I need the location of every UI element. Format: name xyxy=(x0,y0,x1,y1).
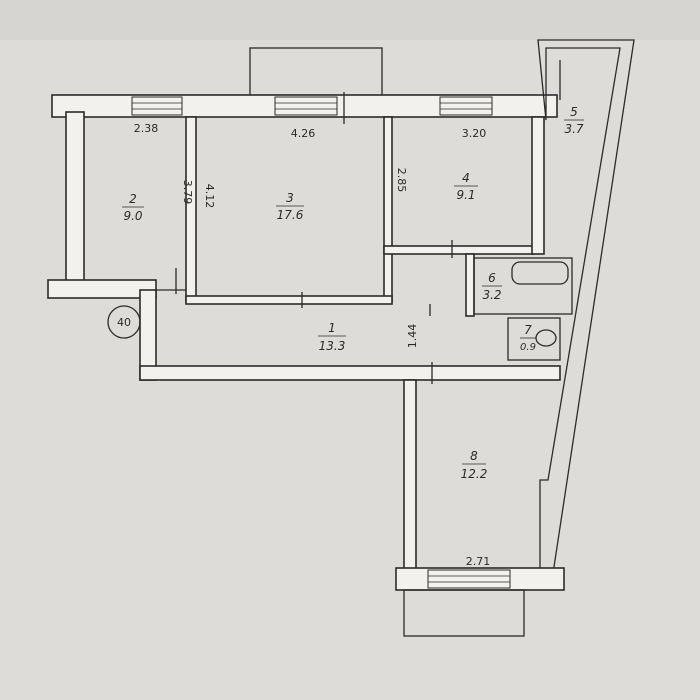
dim-hall-depth: 1.44 xyxy=(406,324,419,349)
left-wall xyxy=(65,111,85,283)
room-1-label: 1 13.3 xyxy=(318,321,346,353)
marker-circle xyxy=(107,305,141,339)
svg-text:4: 4 xyxy=(462,171,470,185)
toilet-box xyxy=(507,317,561,361)
svg-text:6: 6 xyxy=(488,271,496,285)
room-2-label: 2 9.0 xyxy=(122,192,144,223)
marker-label: 40 xyxy=(117,316,131,329)
hall-bottom-wall xyxy=(139,365,561,381)
dim-room2-depth: 3.79 xyxy=(181,180,194,205)
svg-text:3.7: 3.7 xyxy=(564,122,583,136)
svg-text:9.0: 9.0 xyxy=(123,209,142,223)
dim-room3-width: 4.26 xyxy=(291,127,316,140)
svg-text:12.2: 12.2 xyxy=(461,467,488,481)
svg-text:3: 3 xyxy=(286,191,294,205)
dim-room8-width: 2.71 xyxy=(466,555,491,568)
svg-text:5: 5 xyxy=(570,105,578,119)
room-3-label: 3 17.6 xyxy=(276,191,304,222)
room8-left-wall xyxy=(403,379,417,571)
wall-3-bottom xyxy=(185,295,393,305)
svg-text:17.6: 17.6 xyxy=(277,208,304,222)
dim-room4-depth: 2.85 xyxy=(395,168,408,193)
svg-text:3.2: 3.2 xyxy=(482,288,501,302)
bottom-balcony xyxy=(403,589,525,637)
room-6-label: 6 3.2 xyxy=(482,271,502,302)
wall-3-4 xyxy=(383,116,393,303)
dim-room4-width: 3.20 xyxy=(462,127,487,140)
bathroom-outline xyxy=(465,253,475,317)
svg-text:9.1: 9.1 xyxy=(456,188,475,202)
bathroom-box xyxy=(473,257,573,315)
window-room2 xyxy=(131,96,183,116)
dim-room2-width: 2.38 xyxy=(134,122,159,135)
svg-text:2: 2 xyxy=(129,192,137,206)
svg-text:0.9: 0.9 xyxy=(520,342,536,353)
wall-4-right xyxy=(531,116,545,255)
window-room8 xyxy=(427,569,511,589)
svg-text:13.3: 13.3 xyxy=(319,339,346,353)
window-room4 xyxy=(439,96,493,116)
wall-4-bottom xyxy=(383,245,535,255)
room-7-label: 7 0.9 xyxy=(520,323,536,353)
window-room3 xyxy=(274,96,338,116)
svg-text:7: 7 xyxy=(524,323,532,337)
room-4-label: 4 9.1 xyxy=(454,171,478,202)
dim-room3-depth: 4.12 xyxy=(203,184,216,209)
svg-text:1: 1 xyxy=(328,321,336,335)
wall-2-3 xyxy=(185,116,197,303)
room-8-label: 8 12.2 xyxy=(461,449,488,481)
bathtub xyxy=(511,261,569,285)
svg-text:8: 8 xyxy=(470,449,478,463)
left-bottom-wall xyxy=(47,279,157,299)
room-5-label: 5 3.7 xyxy=(564,105,584,136)
paper-shadow-top xyxy=(0,0,700,40)
loggia-outline xyxy=(537,39,635,581)
